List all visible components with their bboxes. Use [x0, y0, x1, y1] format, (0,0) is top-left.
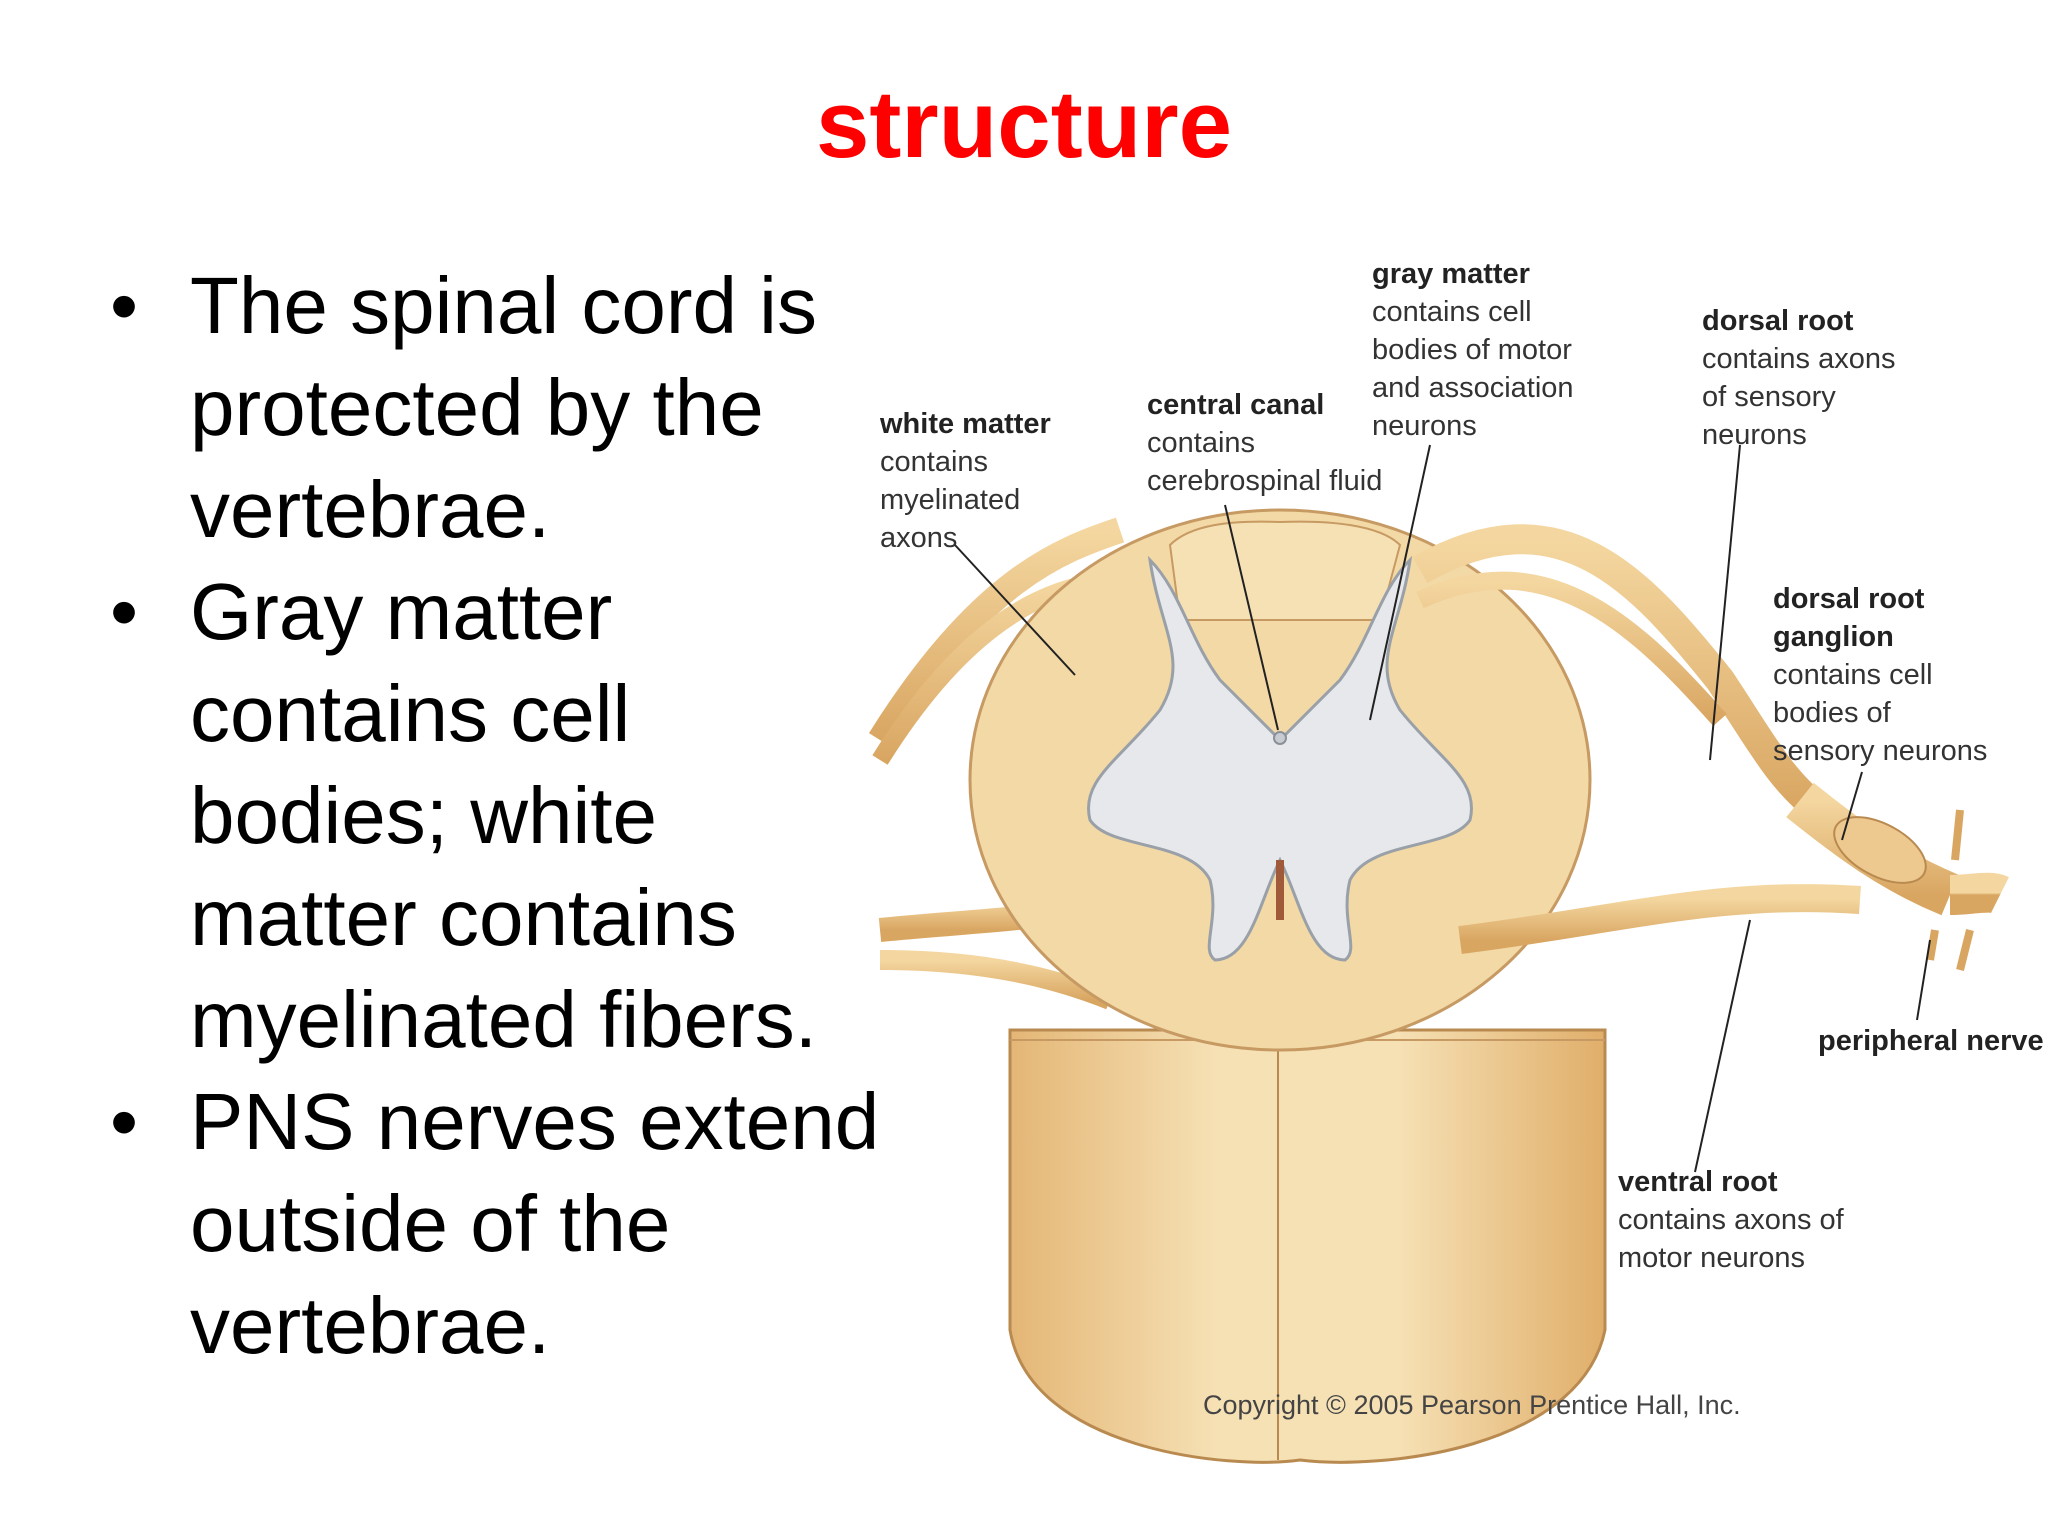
- label-line: axons: [880, 522, 958, 554]
- copyright-notice: Copyright © 2005 Pearson Prentice Hall, …: [1203, 1390, 1741, 1420]
- label-line: neurons: [1702, 419, 1807, 451]
- spinal-cord-illustration: [868, 444, 2009, 1464]
- bullet-marker: •: [110, 567, 139, 656]
- label-line: bodies of: [1773, 697, 1891, 729]
- label-peripheral-nerve: peripheral nerve: [1818, 1022, 2044, 1060]
- dorsal-root-ganglion: [1833, 816, 1927, 884]
- label-line: cerebrospinal fluid: [1147, 465, 1383, 497]
- label-line: neurons: [1372, 410, 1477, 442]
- label-line: contains cell: [1773, 659, 1933, 691]
- label-heading: central canal: [1147, 389, 1325, 421]
- label-ventral-root: ventral root contains axons of motor neu…: [1618, 1163, 1844, 1277]
- label-heading: gray matter: [1372, 258, 1530, 290]
- label-line: bodies of motor: [1372, 334, 1572, 366]
- label-dorsal-root-ganglion: dorsal root ganglion contains cell bodie…: [1773, 580, 1987, 770]
- label-line: contains: [1147, 427, 1256, 459]
- label-gray-matter: gray matter contains cell bodies of moto…: [1372, 255, 1574, 445]
- label-heading: white matter: [880, 408, 1051, 440]
- label-heading: ventral root: [1618, 1166, 1778, 1198]
- central-canal-dot: [1273, 731, 1287, 745]
- label-line: contains axons of: [1618, 1204, 1844, 1236]
- bullet-marker: •: [110, 1077, 139, 1166]
- label-line: contains: [880, 446, 989, 478]
- label-central-canal: central canal contains cerebrospinal flu…: [1147, 386, 1382, 500]
- label-line: sensory neurons: [1773, 735, 1988, 767]
- label-line: contains cell: [1372, 296, 1532, 328]
- label-line: contains axons: [1702, 343, 1896, 375]
- bullet-marker: •: [110, 261, 139, 350]
- bullet-list: • The spinal cord is protected by the ver…: [110, 255, 890, 1377]
- bullet-item: • PNS nerves extend outside of the verteb…: [110, 1071, 890, 1377]
- left-nerve-bundles: [868, 517, 1131, 1010]
- bullet-text: The spinal cord is protected by the vert…: [190, 261, 817, 554]
- bullet-text: Gray matter contains cell bodies; white …: [190, 567, 817, 1064]
- spinal-cord-diagram: white matter contains myelinated axons c…: [860, 160, 2048, 1470]
- cord-lower-column: [1008, 1028, 1607, 1464]
- label-dorsal-root: dorsal root contains axons of sensory ne…: [1702, 302, 1895, 454]
- label-line: and association: [1372, 372, 1574, 404]
- label-line: myelinated: [880, 484, 1021, 516]
- leader-lines: [954, 444, 1931, 1173]
- gray-matter-shape: [1087, 555, 1473, 962]
- label-line: of sensory: [1702, 381, 1836, 413]
- slide-title: structure: [815, 71, 1233, 178]
- label-heading: ganglion: [1773, 621, 1894, 653]
- label-line: motor neurons: [1618, 1242, 1805, 1274]
- label-heading: dorsal root: [1773, 583, 1925, 615]
- label-heading: peripheral nerve: [1818, 1025, 2044, 1057]
- label-heading: dorsal root: [1702, 305, 1854, 337]
- label-white-matter: white matter contains myelinated axons: [880, 405, 1051, 557]
- bullet-text: PNS nerves extend outside of the vertebr…: [190, 1077, 880, 1370]
- bullet-item: • The spinal cord is protected by the ver…: [110, 255, 890, 561]
- bullet-item: • Gray matter contains cell bodies; white…: [110, 561, 890, 1071]
